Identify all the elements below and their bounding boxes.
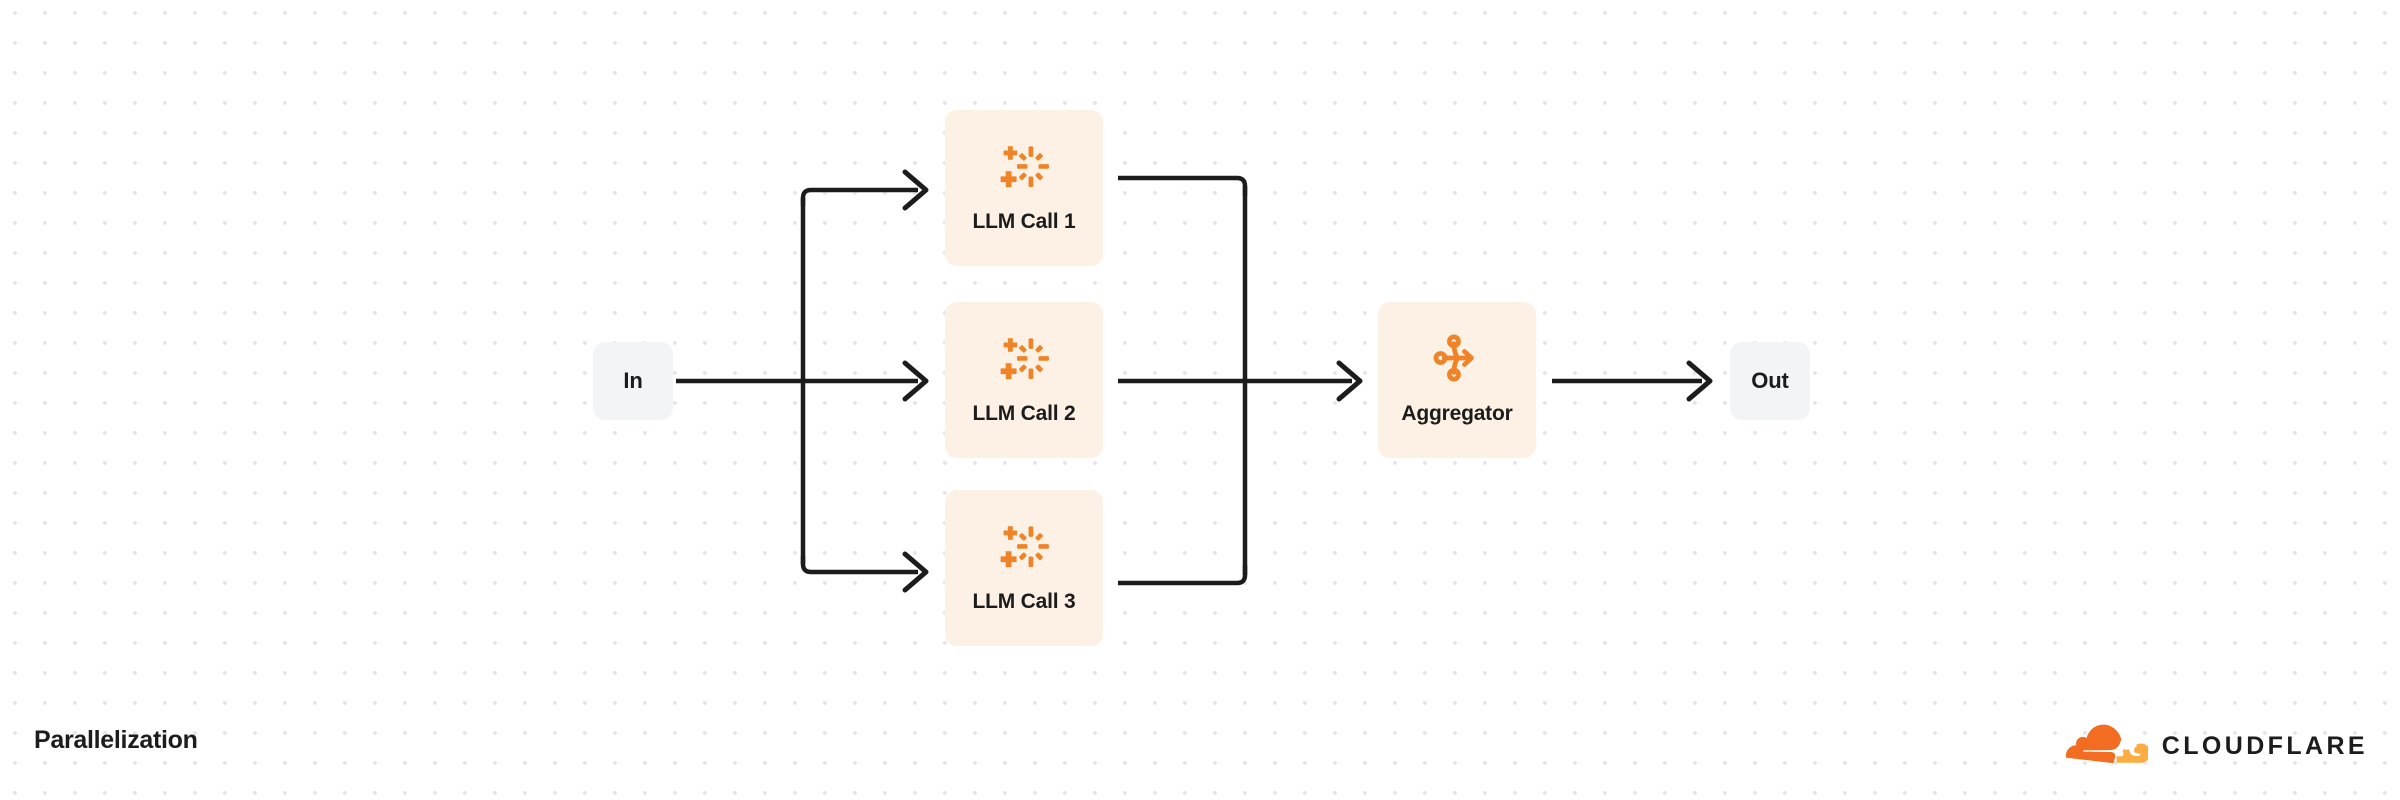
node-llm-call-1[interactable]: LLM Call 1 (945, 110, 1103, 266)
ai-sparkle-icon (1000, 146, 1049, 188)
ai-sparkle-icon (1000, 338, 1049, 380)
merge-arrow-icon (1433, 334, 1474, 382)
node-llm-call-2[interactable]: LLM Call 2 (945, 302, 1103, 458)
arrowhead-llm1 (902, 169, 929, 211)
node-llm-call-3[interactable]: LLM Call 3 (945, 490, 1103, 646)
edge-in-llm1 (800, 187, 918, 206)
edge-llm1-merge (1118, 175, 1248, 196)
node-out-label: Out (1751, 368, 1789, 393)
edge-in-llm3 (800, 556, 918, 575)
arrowhead-out (1686, 360, 1713, 402)
arrowhead-llm3 (902, 551, 929, 593)
node-llm-call-2-label: LLM Call 2 (972, 402, 1076, 425)
diagram-title: Parallelization (34, 726, 198, 754)
cloudflare-logo-icon (2065, 724, 2148, 764)
edge-llm3-merge (1118, 565, 1248, 586)
node-aggregator-label: Aggregator (1401, 402, 1513, 425)
cloudflare-wordmark: CLOUDFLARE (2161, 731, 2368, 760)
node-in-label: In (623, 368, 643, 393)
node-out[interactable]: Out (1730, 342, 1810, 420)
node-llm-call-3-label: LLM Call 3 (972, 590, 1076, 613)
node-llm-call-1-label: LLM Call 1 (972, 210, 1076, 233)
arrowhead-llm2 (902, 360, 929, 402)
node-aggregator[interactable]: Aggregator (1378, 302, 1536, 458)
node-in[interactable]: In (593, 342, 673, 420)
brand-lockup: CLOUDFLARE (2052, 724, 2368, 768)
arrowhead-aggregator (1336, 360, 1363, 402)
ai-sparkle-icon (1000, 526, 1049, 568)
